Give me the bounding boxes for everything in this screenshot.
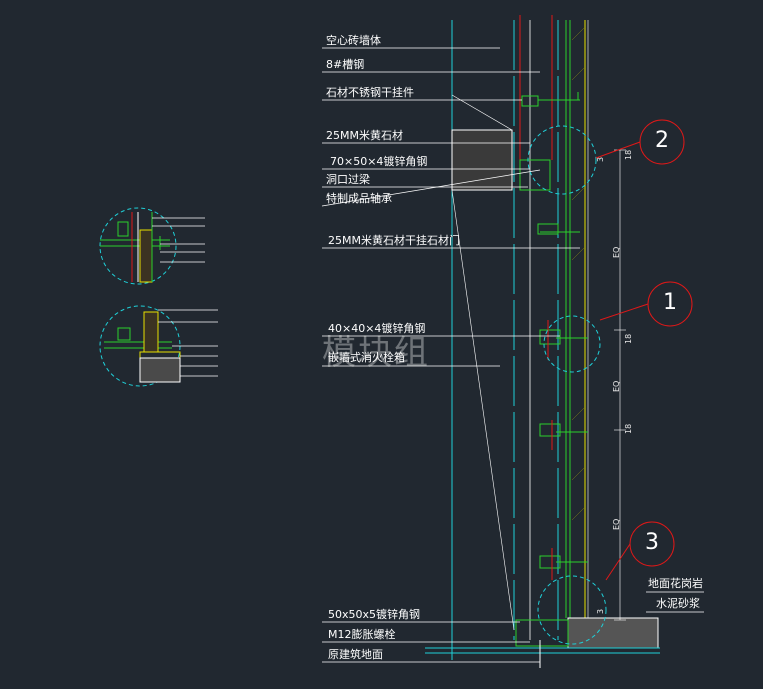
label-angle-steel-40: 40×40×4镀锌角钢: [328, 322, 426, 335]
label-stone-hanger: 石材不锈钢干挂件: [326, 86, 414, 99]
label-original-floor: 原建筑地面: [328, 648, 383, 661]
detail-tag-2: 2: [655, 128, 669, 153]
dim-eq-1: EQ: [612, 246, 621, 258]
label-fire-hydrant: 嵌墙式消火栓箱: [328, 351, 405, 364]
label-expansion-bolt: M12膨胀螺栓: [328, 628, 396, 641]
label-cement-mortar: 水泥砂浆: [656, 597, 700, 610]
watermark: 模块组: [322, 333, 430, 373]
detail-circle-top: [99, 207, 205, 285]
main-section: [321, 15, 704, 668]
detail-tag-3: 3: [645, 530, 659, 555]
dim-eq-3: EQ: [612, 518, 621, 530]
label-stone-door: 25MM米黄石材干挂石材门: [328, 234, 460, 247]
dim-18c: 18: [624, 423, 633, 434]
label-special-door-axis: 特制成品轴承: [326, 192, 392, 205]
dim-eq-2: EQ: [612, 380, 621, 392]
label-floor-granite: 地面花岗岩: [648, 577, 703, 590]
label-opening-lintel: 洞口过梁: [326, 173, 370, 186]
dim-3b: 3: [596, 608, 605, 614]
label-stone-25mm: 25MM米黄石材: [326, 129, 403, 142]
dim-18b: 18: [624, 333, 633, 344]
label-hollow-brick-wall: 空心砖墙体: [326, 34, 381, 47]
label-channel-steel: 8#槽钢: [326, 58, 365, 71]
label-angle-steel-70: 70×50×4镀锌角钢: [330, 155, 428, 168]
detail-circle-bottom: [99, 305, 218, 387]
dim-3a: 3: [596, 156, 605, 162]
label-angle-steel-50: 50x50x5镀锌角钢: [328, 608, 421, 621]
dim-18a: 18: [624, 149, 633, 160]
detail-tag-1: 1: [663, 290, 677, 315]
